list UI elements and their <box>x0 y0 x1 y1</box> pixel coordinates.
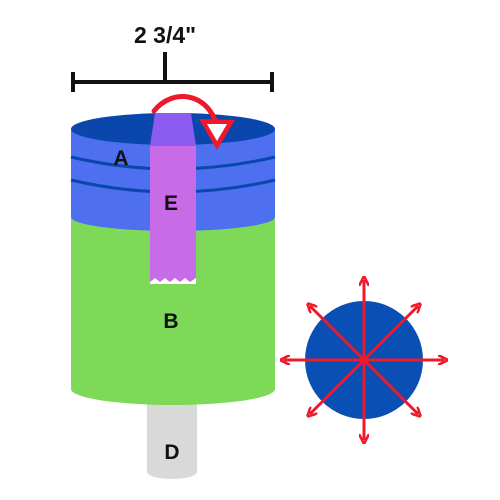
label-b: B <box>163 310 178 333</box>
core-shaft <box>147 394 197 472</box>
dimension-indicator: 2 3/4" <box>71 22 274 92</box>
core-bottom-cap <box>147 465 197 479</box>
curved-arrow-shaft <box>151 94 220 129</box>
part-d-core <box>147 394 197 479</box>
purple-strip-torn-edge <box>150 278 196 284</box>
green-body-bottom <box>71 373 275 405</box>
radial-arrow-se <box>362 358 418 414</box>
label-e: E <box>164 192 178 215</box>
label-a: A <box>113 147 128 170</box>
part-e-strip <box>150 113 196 284</box>
label-d: D <box>164 441 179 464</box>
purple-strip-top <box>150 113 196 146</box>
radial-arrow-ne <box>362 306 418 362</box>
dimension-label: 2 3/4" <box>134 22 196 48</box>
curved-arrow-icon <box>151 94 235 150</box>
curved-arrow-head-inner <box>207 124 227 141</box>
radial-arrow-nw <box>310 306 366 362</box>
purple-strip <box>150 146 196 282</box>
radial-arrow-sw <box>310 358 366 414</box>
radial-arrows-icon <box>284 280 444 440</box>
